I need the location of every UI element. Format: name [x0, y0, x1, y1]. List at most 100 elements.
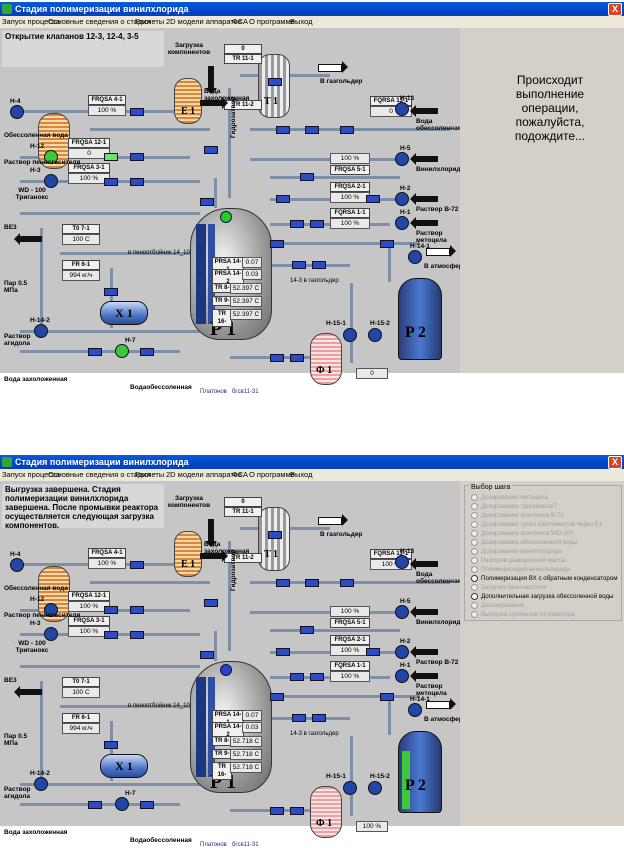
valve-5-4[interactable] — [300, 173, 314, 181]
step-option[interactable]: Дозирование триганокса/Т — [471, 503, 557, 510]
valve-14-6[interactable] — [380, 240, 394, 248]
pump-h1[interactable] — [395, 669, 409, 683]
valve-14-4[interactable] — [312, 261, 326, 269]
step-option[interactable]: Дегазирование — [471, 602, 524, 609]
valve-4-4[interactable] — [130, 561, 144, 569]
pump-h7[interactable] — [115, 797, 129, 811]
valve-13-3[interactable] — [276, 126, 290, 134]
pump-h12[interactable] — [44, 150, 58, 164]
valve-14-4[interactable] — [312, 714, 326, 722]
step-option[interactable]: Дозирование алкотекса WD-100 — [471, 530, 574, 537]
valve-15-2[interactable] — [290, 354, 304, 362]
valve-1-4[interactable] — [290, 673, 304, 681]
pump-h15-1[interactable] — [343, 781, 357, 795]
step-option[interactable]: Выгрузка суспензии из реактора — [471, 611, 574, 618]
pump-h14-1[interactable] — [408, 250, 422, 264]
pump-h15-2[interactable] — [368, 328, 382, 342]
pump-h2[interactable] — [395, 645, 409, 659]
menu-about[interactable]: О программе — [249, 17, 295, 26]
menu-about[interactable]: О программе — [249, 470, 295, 479]
valve-3-5[interactable] — [200, 651, 214, 659]
close-button[interactable]: X — [608, 456, 622, 469]
valve-4-7[interactable] — [204, 146, 218, 154]
step-option[interactable]: Дозирование алкотекса В-72 — [471, 512, 564, 519]
valve-3-4[interactable] — [130, 631, 144, 639]
close-button[interactable]: X — [608, 3, 622, 16]
valve-4-4[interactable] — [130, 108, 144, 116]
pump-h13[interactable] — [395, 555, 409, 569]
valve-14-5[interactable] — [270, 693, 284, 701]
valve-14-7[interactable] — [88, 348, 102, 356]
step-option[interactable]: Разогрев реакционной массы — [471, 557, 566, 564]
valve-2-4[interactable] — [366, 648, 380, 656]
valve-3-5[interactable] — [200, 198, 214, 206]
step-option[interactable]: Дозирование обессоленной воды — [471, 539, 578, 546]
valve-15-2[interactable] — [290, 807, 304, 815]
step-option[interactable]: Дозирование винилхлорида — [471, 548, 562, 555]
pump-h4[interactable] — [10, 558, 24, 572]
step-option[interactable]: Дозирование сухих компонентов через Е1 — [471, 521, 602, 528]
pump-h5[interactable] — [395, 152, 409, 166]
pump-h14-2[interactable] — [34, 324, 48, 338]
valve-15-1[interactable] — [270, 807, 284, 815]
menu-calculations[interactable]: Расчеты — [135, 17, 165, 26]
menu-stage-info[interactable]: Основные сведения о стадии — [48, 470, 151, 479]
valve-1-4[interactable] — [290, 220, 304, 228]
menu-exit[interactable]: Выход — [290, 470, 313, 479]
menu-start-process[interactable]: Запуск процесса — [2, 470, 61, 479]
menu-calculations[interactable]: Расчеты — [135, 470, 165, 479]
pump-h3[interactable] — [44, 174, 58, 188]
valve-13-5[interactable] — [340, 579, 354, 587]
valve-13-4[interactable] — [305, 126, 319, 134]
menu-start-process[interactable]: Запуск процесса — [2, 17, 61, 26]
step-option[interactable]: Дозирование метоцела — [471, 494, 548, 501]
menu-2d-models[interactable]: 2D модели аппаратов — [166, 17, 242, 26]
pump-h12[interactable] — [44, 603, 58, 617]
valve-13-3[interactable] — [276, 579, 290, 587]
valve-14-5[interactable] — [270, 240, 284, 248]
valve-15-1[interactable] — [270, 354, 284, 362]
valve-12-3[interactable] — [104, 606, 118, 614]
valve-2-3[interactable] — [276, 195, 290, 203]
pump-h4[interactable] — [10, 105, 24, 119]
valve-1-5[interactable] — [310, 220, 324, 228]
valve-3-3[interactable] — [104, 178, 118, 186]
valve-2-4[interactable] — [366, 195, 380, 203]
valve-13-5[interactable] — [340, 126, 354, 134]
valve-14-6[interactable] — [380, 693, 394, 701]
menu-fsa[interactable]: ФСА — [232, 470, 248, 479]
valve-7-5[interactable] — [140, 801, 154, 809]
valve-12-3[interactable] — [104, 153, 118, 161]
valve-11-4[interactable] — [268, 78, 282, 86]
step-option[interactable]: Дополнительная загрузка обессоленной вод… — [471, 593, 613, 600]
valve-13-4[interactable] — [305, 579, 319, 587]
valve-2-3[interactable] — [276, 648, 290, 656]
pump-h14-2[interactable] — [34, 777, 48, 791]
pump-h3[interactable] — [44, 627, 58, 641]
pump-h15-1[interactable] — [343, 328, 357, 342]
menu-2d-models[interactable]: 2D модели аппаратов — [166, 470, 242, 479]
valve-7-4[interactable] — [104, 288, 118, 296]
valve-14-9[interactable] — [292, 714, 306, 722]
pump-h14-1[interactable] — [408, 703, 422, 717]
menu-fsa[interactable]: ФСА — [232, 17, 248, 26]
valve-4-7[interactable] — [204, 599, 218, 607]
step-option[interactable]: Полимеризация винилхлорида — [471, 566, 570, 573]
valve-7-5[interactable] — [140, 348, 154, 356]
pump-h1[interactable] — [395, 216, 409, 230]
pump-h7[interactable] — [115, 344, 129, 358]
valve-12-4[interactable] — [130, 606, 144, 614]
step-option[interactable]: Полимеризация ВХ с обратным конденсаторо… — [471, 575, 618, 582]
valve-14-9[interactable] — [292, 261, 306, 269]
valve-1-5[interactable] — [310, 673, 324, 681]
valve-12-4[interactable] — [130, 153, 144, 161]
valve-7-4[interactable] — [104, 741, 118, 749]
pump-h15-2[interactable] — [368, 781, 382, 795]
pump-h13[interactable] — [395, 102, 409, 116]
pump-h5[interactable] — [395, 605, 409, 619]
menu-exit[interactable]: Выход — [290, 17, 313, 26]
step-option[interactable]: Загрузка пеногасителя — [471, 584, 546, 591]
valve-5-4[interactable] — [300, 626, 314, 634]
valve-3-4[interactable] — [130, 178, 144, 186]
valve-11-4[interactable] — [268, 531, 282, 539]
